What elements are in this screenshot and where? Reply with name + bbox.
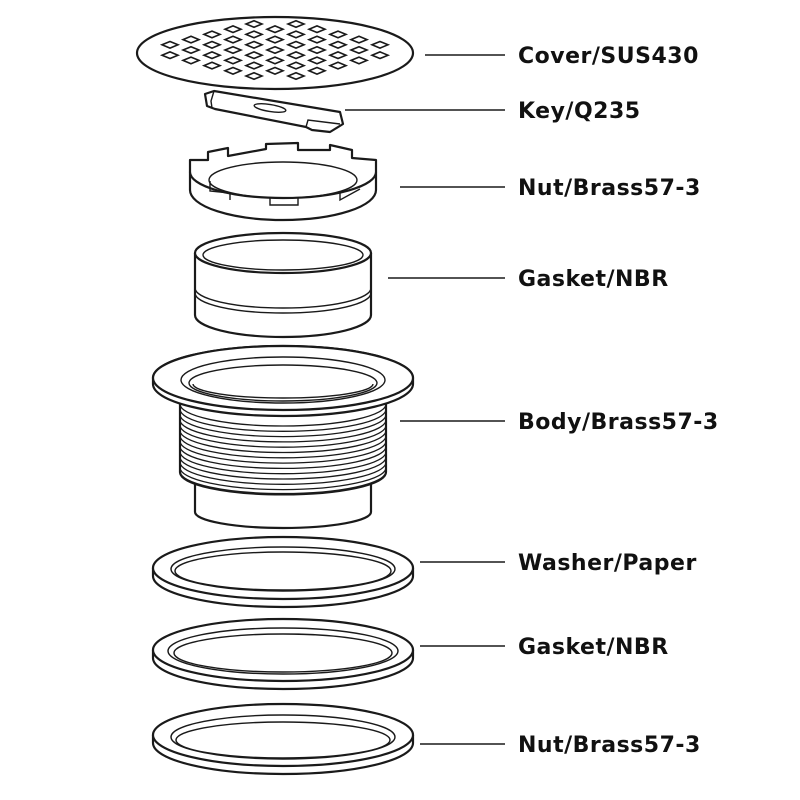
label-washer: Washer/Paper (518, 551, 697, 576)
label-nut: Nut/Brass57-3 (518, 176, 701, 201)
cover-part (135, 15, 415, 91)
label-nut-lower: Nut/Brass57-3 (518, 733, 701, 758)
label-gasket: Gasket/NBR (518, 267, 669, 292)
label-body: Body/Brass57-3 (518, 410, 719, 435)
label-key: Key/Q235 (518, 99, 641, 124)
label-cover: Cover/SUS430 (518, 44, 699, 69)
washer-part (151, 535, 415, 609)
upper-gasket-part (193, 231, 373, 339)
label-gasket-lower: Gasket/NBR (518, 635, 669, 660)
castle-nut-part (188, 141, 378, 222)
key-part (203, 89, 345, 134)
lower-gasket-part (151, 617, 415, 691)
lower-nut-part (151, 702, 415, 776)
drain-body-part (151, 344, 415, 530)
